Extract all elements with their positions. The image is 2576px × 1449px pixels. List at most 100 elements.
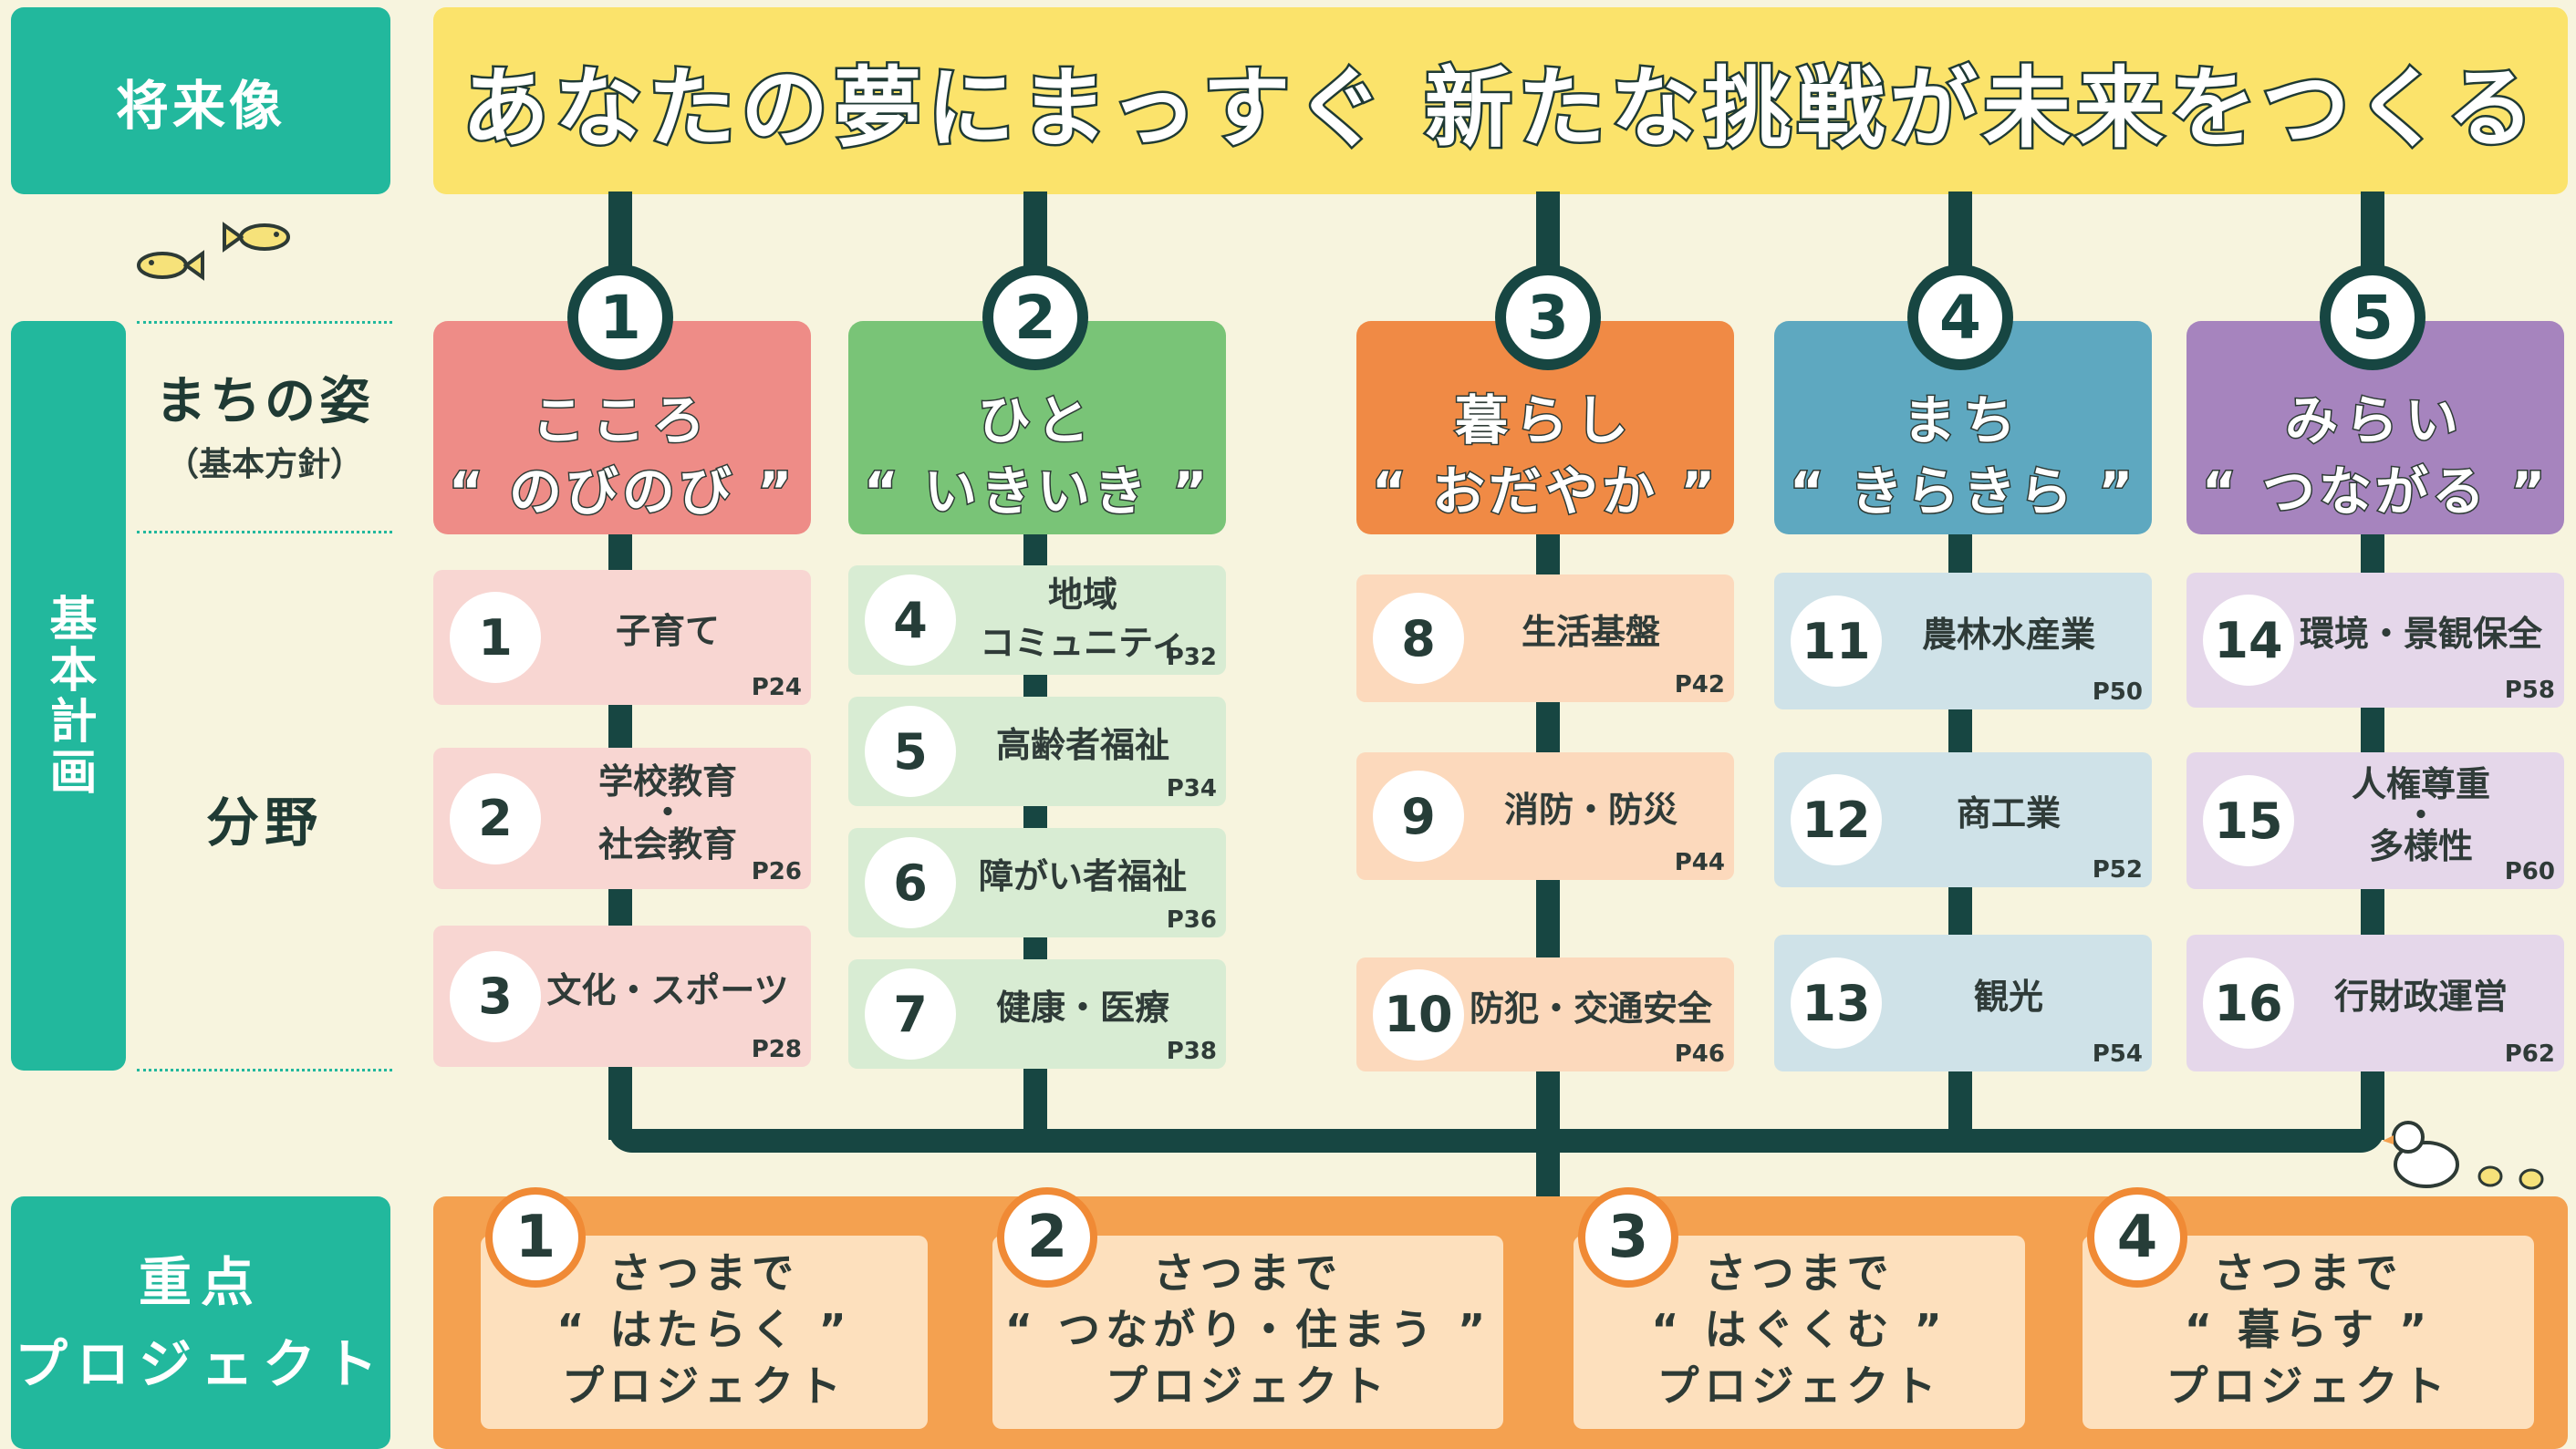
field-number: 13 [1791, 957, 1882, 1049]
project-number-badge: 2 [997, 1187, 1097, 1288]
field-number: 3 [450, 950, 541, 1042]
field-page-ref: P32 [1166, 644, 1217, 671]
field-label: 人権尊重 ・ 多様性 [2351, 763, 2490, 867]
project-card-2: さつまで “ つながり・住まう ” プロジェクト [992, 1236, 1503, 1429]
field-label: 防犯・交通安全 [1469, 988, 1712, 1029]
pillar-subtitle: “ のびのび ” [447, 460, 796, 524]
field-card-16: 16 行財政運営 P62 [2186, 935, 2564, 1071]
row-label-basic-policy: （基本方針） [165, 446, 363, 483]
field-label: 障がい者福祉 [978, 856, 1187, 897]
pillar-subtitle: “ いきいき ” [862, 460, 1211, 524]
field-label: 行財政運営 [2333, 977, 2508, 1018]
field-number: 7 [865, 968, 956, 1060]
field-page-ref: P52 [2092, 856, 2143, 884]
bird-icon [2383, 1121, 2544, 1190]
project-number-badge: 3 [1578, 1187, 1678, 1288]
row-label-town-vision: まちの姿 [155, 372, 374, 431]
pillar-number-badge: 2 [982, 264, 1088, 370]
field-card-8: 8 生活基盤 P42 [1356, 574, 1734, 702]
field-label: 環境・景観保全 [2299, 614, 2542, 655]
field-number: 2 [450, 772, 541, 864]
field-label: 文化・スポーツ [546, 969, 789, 1010]
field-label: 子育て [615, 611, 720, 652]
field-number: 11 [1791, 595, 1882, 687]
pillar-title: こころ [530, 388, 712, 453]
field-card-5: 5 高齢者福祉 P34 [848, 697, 1226, 806]
pillar-subtitle: “ つながる ” [2200, 460, 2550, 524]
row-label-fields: 分野 [205, 792, 323, 854]
pillar-subtitle: “ きらきら ” [1788, 460, 2137, 524]
divider-middle [137, 531, 392, 533]
pillar-number-badge: 1 [567, 264, 673, 370]
vision-label: 将来像 [11, 7, 390, 194]
pillar-title: 暮らし [1453, 388, 1636, 453]
field-page-ref: P54 [2092, 1040, 2143, 1068]
field-label: 観光 [1973, 977, 2043, 1018]
field-label: 商工業 [1956, 793, 2061, 834]
field-number: 5 [865, 706, 956, 797]
field-page-ref: P24 [751, 674, 802, 701]
field-label: 高齢者福祉 [995, 725, 1169, 766]
project-number-badge: 1 [485, 1187, 586, 1288]
field-card-11: 11 農林水産業 P50 [1774, 573, 2152, 709]
fish-icon [137, 222, 290, 281]
field-label: 地域 コミュニティ [980, 574, 1186, 664]
vision-banner: あなたの夢にまっすぐ 新たな挑戦が未来をつくる [433, 7, 2568, 194]
field-page-ref: P50 [2092, 678, 2143, 706]
field-page-ref: P34 [1166, 775, 1217, 802]
pillar-subtitle: “ おだやか ” [1370, 460, 1719, 524]
field-label: 消防・防災 [1503, 790, 1678, 831]
pillar-number-badge: 5 [2320, 264, 2425, 370]
field-number: 15 [2203, 775, 2294, 866]
field-number: 16 [2203, 957, 2294, 1049]
field-page-ref: P38 [1166, 1038, 1217, 1065]
pillar-number-badge: 4 [1907, 264, 2013, 370]
field-label: 学校教育 ・ 社会教育 [597, 761, 737, 864]
divider-top [137, 321, 392, 324]
connector-line [1536, 1129, 1560, 1202]
project-number-badge: 4 [2087, 1187, 2187, 1288]
basic-plan-label: 基本計画 [11, 321, 126, 1071]
field-card-1: 1 子育て P24 [433, 570, 811, 705]
field-number: 10 [1373, 968, 1464, 1061]
field-label: 農林水産業 [1921, 615, 2095, 656]
priority-project-label: 重点 プロジェクト [11, 1196, 390, 1449]
field-card-2: 2 学校教育 ・ 社会教育 P26 [433, 748, 811, 889]
field-card-7: 7 健康・医療 P38 [848, 959, 1226, 1069]
field-page-ref: P26 [751, 858, 802, 885]
field-page-ref: P62 [2504, 1040, 2555, 1068]
pillar-title: ひと [976, 388, 1097, 453]
pillar-2: ひと “ いきいき ” [848, 321, 1226, 534]
field-number: 9 [1373, 771, 1464, 862]
project-card-4: さつまで “ 暮らす ” プロジェクト [2083, 1236, 2534, 1429]
field-number: 1 [450, 592, 541, 683]
field-page-ref: P42 [1674, 671, 1725, 699]
field-card-13: 13 観光 P54 [1774, 935, 2152, 1071]
field-page-ref: P46 [1674, 1040, 1725, 1068]
field-label: 生活基盤 [1521, 612, 1660, 653]
field-card-15: 15 人権尊重 ・ 多様性 P60 [2186, 752, 2564, 889]
field-page-ref: P28 [751, 1036, 802, 1063]
field-page-ref: P36 [1166, 906, 1217, 934]
field-number: 14 [2203, 595, 2294, 686]
field-number: 4 [865, 574, 956, 666]
connector-line [608, 1129, 2384, 1153]
field-page-ref: P60 [2504, 858, 2555, 885]
field-label: 健康・医療 [995, 988, 1169, 1029]
field-card-12: 12 商工業 P52 [1774, 752, 2152, 887]
field-number: 6 [865, 837, 956, 928]
pillar-title: みらい [2283, 388, 2466, 453]
pillar-number-badge: 3 [1495, 264, 1601, 370]
field-number: 12 [1791, 774, 1882, 865]
field-page-ref: P58 [2504, 677, 2555, 704]
field-page-ref: P44 [1674, 849, 1725, 876]
field-number: 8 [1373, 593, 1464, 684]
field-card-6: 6 障がい者福祉 P36 [848, 828, 1226, 937]
field-card-9: 9 消防・防災 P44 [1356, 752, 1734, 880]
pillar-title: まち [1901, 388, 2023, 453]
divider-bottom [137, 1069, 392, 1071]
